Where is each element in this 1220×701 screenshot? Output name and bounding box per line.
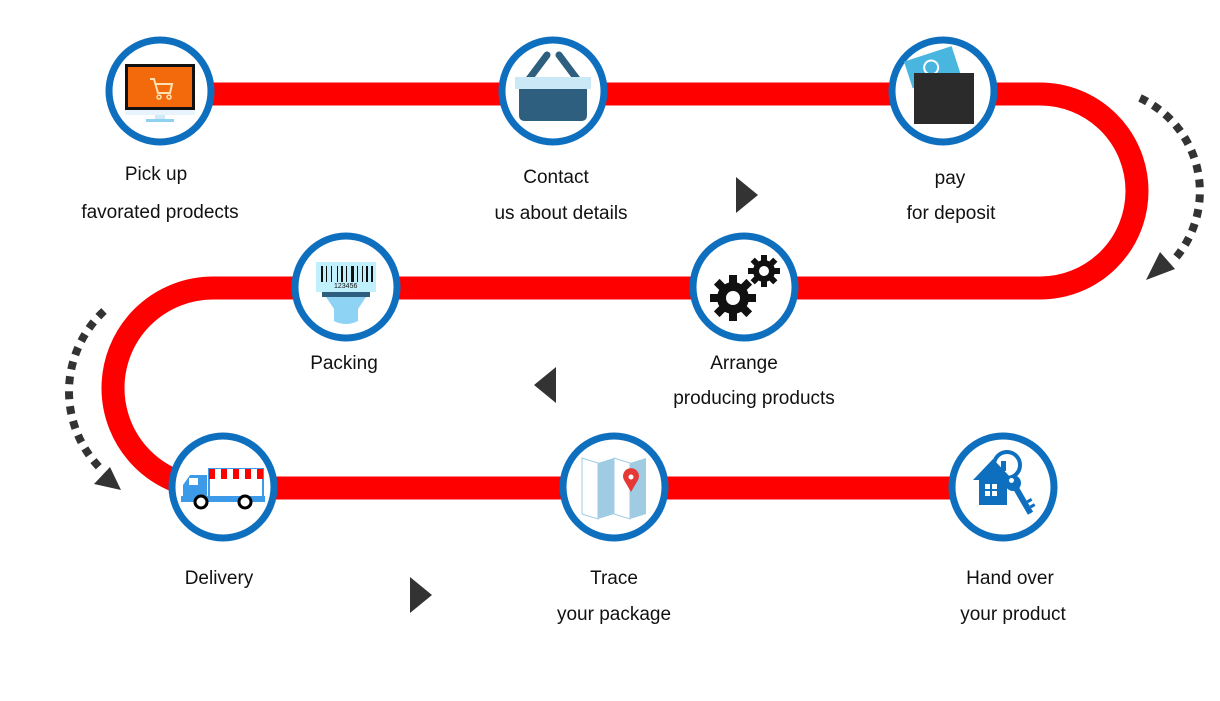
step-label-line: for deposit — [906, 203, 996, 224]
awning-stripe — [257, 469, 263, 479]
direction-arrow-right-2 — [410, 577, 432, 613]
step-label-line: favorated prodects — [81, 202, 239, 223]
step-arrange[interactable] — [689, 232, 799, 342]
barcode-scanner-icon: 123456 — [316, 262, 376, 324]
direction-arrow-right-1 — [736, 177, 758, 213]
step-label-line: producing products — [673, 388, 835, 409]
step-trace[interactable] — [559, 432, 669, 542]
barcode-bar — [326, 266, 327, 282]
step-label-pay: pay for deposit — [820, 169, 1080, 223]
step-hand-over[interactable] — [948, 432, 1058, 542]
step-label-line: your package — [556, 604, 672, 625]
step-label-line: Pick up — [124, 164, 188, 185]
barcode-bar — [346, 266, 347, 282]
delivery-truck-icon — [181, 468, 265, 510]
barcode-bar — [331, 266, 332, 282]
step-label-packing: Packing — [214, 354, 474, 373]
gears-icon — [710, 255, 780, 321]
awning-stripe — [209, 469, 215, 479]
basket-icon — [515, 51, 591, 121]
step-contact[interactable] — [498, 36, 608, 146]
barcode-bar — [366, 266, 368, 282]
awning-stripe — [221, 469, 227, 479]
direction-arrow-left — [534, 367, 556, 403]
turn-arrow-left — [65, 308, 121, 490]
step-label-arrange: Arrange producing products — [614, 354, 874, 408]
step-label-line: Contact — [523, 167, 589, 188]
step-label-pick-up: Pick up favorated prodects — [26, 165, 286, 222]
awning-stripe — [239, 469, 245, 479]
turn-arrow-right — [1138, 94, 1204, 280]
step-label-line: Hand over — [966, 568, 1054, 589]
step-label-line: Trace — [590, 568, 638, 589]
step-label-line: Delivery — [184, 568, 254, 589]
monitor-cart-icon — [125, 64, 195, 122]
barcode-bar — [351, 266, 354, 282]
step-label-delivery: Delivery — [89, 569, 349, 588]
step-label-line: pay — [934, 168, 966, 189]
step-label-line: Arrange — [710, 353, 778, 374]
awning-stripe — [251, 469, 257, 479]
step-delivery[interactable] — [168, 432, 278, 542]
awning-stripe — [215, 469, 221, 479]
step-label-line: us about details — [494, 203, 628, 224]
barcode-bar — [341, 266, 343, 282]
process-path — [101, 82, 1149, 500]
barcode-bar — [337, 266, 338, 282]
barcode-number: 123456 — [334, 283, 357, 290]
barcode-bar — [321, 266, 323, 282]
house-key-icon — [973, 450, 1036, 515]
step-label-hand-over: Hand over your product — [880, 569, 1140, 624]
step-pay[interactable] — [888, 36, 998, 146]
map-pin-icon — [581, 457, 646, 520]
step-packing[interactable]: 123456 — [291, 232, 401, 342]
barcode-bar — [357, 266, 358, 282]
barcode-bar — [371, 266, 373, 282]
wallet-money-icon — [904, 46, 974, 124]
step-label-contact: Contact us about details — [426, 168, 686, 223]
step-label-line: your product — [960, 604, 1066, 625]
awning-stripe — [227, 469, 233, 479]
step-label-trace: Trace your package — [484, 569, 744, 624]
awning-stripe — [245, 469, 251, 479]
step-pick-up[interactable] — [105, 36, 215, 146]
awning-stripe — [233, 469, 239, 479]
barcode-bar — [362, 266, 363, 282]
step-label-line: Packing — [310, 353, 378, 374]
